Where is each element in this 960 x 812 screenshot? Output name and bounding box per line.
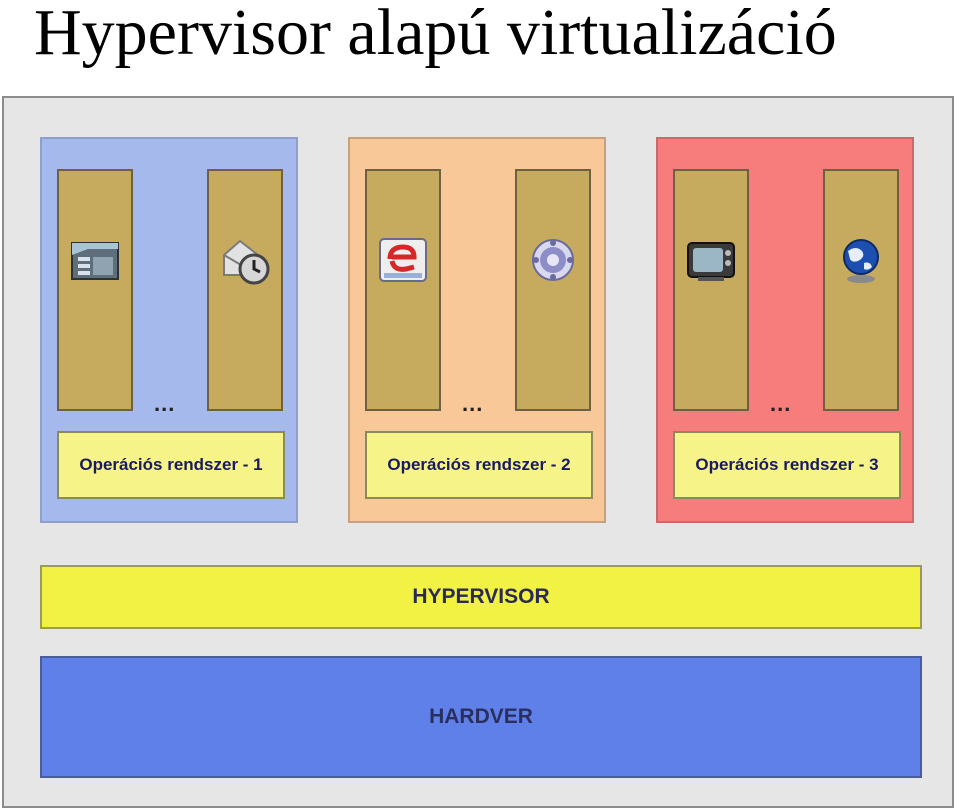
virtual-machine-2: ... Operációs rendszer - 2 xyxy=(348,137,606,523)
application-slot xyxy=(365,169,441,411)
virtual-machine-3: ... Operációs rendszer - 3 xyxy=(656,137,914,523)
mail-clock-icon xyxy=(223,239,270,285)
ellipsis: ... xyxy=(770,391,792,416)
operating-system-1: Operációs rendszer - 1 xyxy=(57,431,285,499)
tv-icon xyxy=(687,242,735,281)
hypervisor-layer: HYPERVISOR xyxy=(40,565,922,629)
operating-system-2: Operációs rendszer - 2 xyxy=(365,431,593,499)
virtual-machine-1: ... Operációs rendszer - 1 xyxy=(40,137,298,523)
operating-system-3: Operációs rendszer - 3 xyxy=(673,431,901,499)
ellipsis: ... xyxy=(154,391,176,416)
application-slot xyxy=(57,169,133,411)
spreadsheet-icon xyxy=(71,242,119,280)
slide-title: Hypervisor alapú virtualizáció xyxy=(34,0,837,69)
hardware-layer: HARDVER xyxy=(40,656,922,778)
application-slot xyxy=(673,169,749,411)
ellipsis: ... xyxy=(462,391,484,416)
application-slot xyxy=(207,169,283,411)
application-slot xyxy=(515,169,591,411)
globe-icon xyxy=(843,239,879,283)
gear-disc-icon xyxy=(532,239,574,281)
application-slot xyxy=(823,169,899,411)
e-app-icon xyxy=(379,238,427,282)
